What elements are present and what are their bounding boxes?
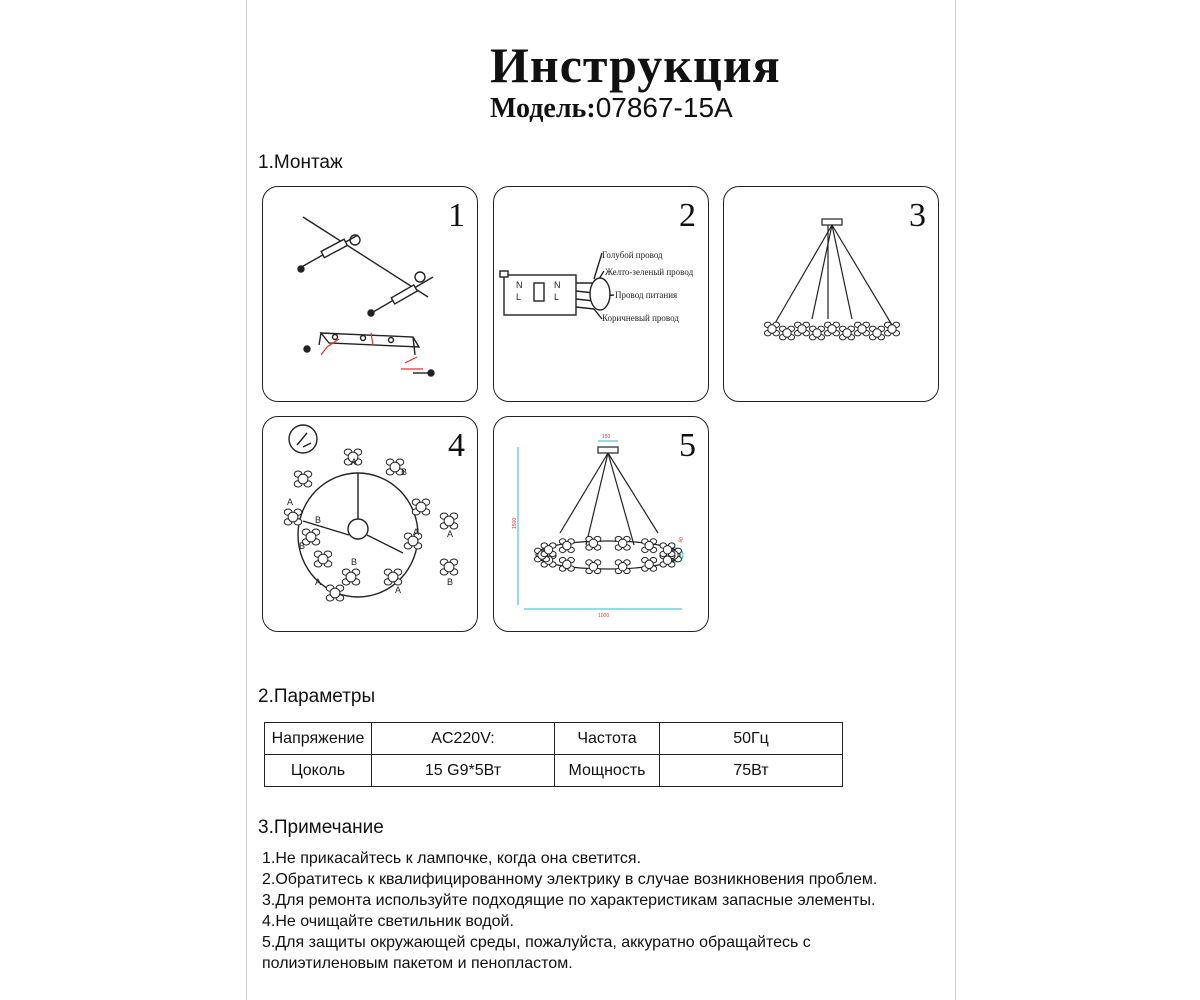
terminal-label-l: L [516, 292, 521, 302]
glass-bloom-shape [385, 458, 405, 476]
wire-label-power: Провод питания [615, 290, 677, 300]
model-label: Модель: [490, 93, 596, 124]
glass-bloom-shape [614, 535, 631, 551]
wire-label-brown: Коричневый провод [602, 313, 679, 323]
table-row: Цоколь 15 G9*5Вт Мощность 75Вт [264, 754, 843, 787]
terminal-label-l: L [554, 292, 559, 302]
glass-bloom-shape [839, 325, 855, 341]
glass-bloom-shape [869, 325, 885, 341]
model-value: 07867-15A [595, 92, 733, 123]
glass-bloom-shape [439, 512, 459, 530]
mounting-step-4-panel: 4 A B A B B A B A A A B [262, 416, 478, 632]
glass-bloom-shape [343, 448, 363, 466]
param-value-power: 75Вт [659, 754, 843, 787]
glass-bloom-shape [411, 498, 431, 516]
note-item: полиэтиленовым пакетом и пенопластом. [262, 955, 573, 972]
section-heading-notes: 3.Примечание [258, 817, 384, 838]
terminal-label-n: N [516, 280, 523, 290]
step-number: 5 [679, 427, 696, 464]
part-label-a: A [287, 497, 293, 507]
model-line: Модель:07867-15A [490, 92, 733, 125]
section-heading-parameters: 2.Параметры [258, 686, 376, 707]
dimension-side: 80 [678, 536, 686, 543]
param-value-socket: 15 G9*5Вт [371, 754, 555, 787]
note-item: 2.Обратитесь к квалифицированному электр… [262, 871, 878, 888]
note-item: 3.Для ремонта используйте подходящие по … [262, 892, 876, 909]
step-number: 4 [448, 427, 465, 464]
table-row: Напряжение AC220V: Частота 50Гц [264, 722, 843, 755]
param-value-frequency: 50Гц [659, 722, 843, 755]
glass-bloom-shape [854, 321, 870, 337]
chandelier-hanging-diagram [764, 218, 900, 341]
part-label-a: A [351, 457, 357, 467]
glass-bloom-shape [439, 558, 459, 576]
step-number: 2 [679, 197, 696, 234]
glass-bloom-shape [325, 584, 345, 602]
note-item: 1.Не прикасайтесь к лампочке, когда она … [262, 850, 642, 867]
glass-bloom-shape [341, 568, 361, 586]
part-label-a: A [447, 529, 453, 539]
glass-bloom-shape [383, 568, 403, 586]
glass-bloom-shape [794, 321, 810, 337]
parameters-table: Напряжение AC220V: Частота 50Гц Цоколь 1… [264, 722, 843, 787]
part-label-b: B [299, 541, 305, 551]
notes-list: 1.Не прикасайтесь к лампочке, когда она … [262, 848, 952, 974]
glass-bloom-shape [540, 542, 557, 558]
glass-bloom-shape [585, 535, 602, 551]
mounting-step-1-panel: 1 [262, 186, 478, 402]
part-label-b: B [447, 577, 453, 587]
glass-bloom-shape [659, 542, 676, 558]
dimensions-diagram: 150 1500 1000 80 [512, 434, 686, 619]
part-label-a: A [395, 585, 401, 595]
bracket-mounting-diagram [297, 216, 435, 377]
param-label-power: Мощность [554, 754, 660, 787]
glass-bloom-shape [313, 550, 333, 568]
part-label-b: B [315, 515, 321, 525]
dimension-width: 1000 [598, 613, 609, 619]
param-label-voltage: Напряжение [264, 722, 372, 755]
step-number: 3 [909, 197, 926, 234]
dimension-top: 150 [602, 434, 611, 440]
dimension-height: 1500 [512, 518, 518, 529]
glass-bloom-shape [641, 556, 658, 572]
mounting-step-5-panel: 5 150 1500 1000 80 [493, 416, 709, 632]
param-label-socket: Цоколь [264, 754, 372, 787]
terminal-label-n: N [554, 280, 561, 290]
part-label-b: B [351, 557, 357, 567]
glass-bloom-shape [301, 528, 321, 546]
glass-bloom-shape [558, 538, 575, 554]
wiring-diagram: N L N L Голубой провод Желто-зеленый про… [499, 250, 694, 323]
step-number: 1 [448, 197, 465, 234]
glass-bloom-shape [641, 538, 658, 554]
part-label-a: A [315, 577, 321, 587]
section-heading-mounting: 1.Монтаж [258, 152, 343, 173]
glass-bloom-shape [585, 559, 602, 575]
glass-bloom-shape [884, 321, 900, 337]
glass-bloom-shape [283, 508, 303, 526]
glass-bloom-shape [403, 532, 423, 550]
mounting-step-2-panel: 2 N L N L Голубой провод Желто-зеленый п… [493, 186, 709, 402]
glass-bloom-shape [824, 321, 840, 337]
param-value-voltage: AC220V: [371, 722, 555, 755]
part-label-a: A [413, 527, 419, 537]
glass-bloom-shape [809, 325, 825, 341]
glass-bloom-shape [558, 556, 575, 572]
param-label-frequency: Частота [554, 722, 660, 755]
glass-attachment-diagram: A B A B B A B A A A B [283, 424, 459, 602]
glass-bloom-shape [293, 470, 313, 488]
part-label-b: B [401, 467, 407, 477]
glass-bloom-shape [659, 552, 676, 568]
wire-label-yellow-green: Желто-зеленый провод [605, 267, 694, 277]
mounting-step-3-panel: 3 [723, 186, 939, 402]
glass-bloom-shape [779, 325, 795, 341]
glass-bloom-shape [614, 559, 631, 575]
wire-label-blue: Голубой провод [602, 250, 663, 260]
note-item: 5.Для защиты окружающей среды, пожалуйст… [262, 934, 811, 951]
document-title: Инструкция [490, 37, 781, 93]
glass-bloom-shape [764, 321, 781, 337]
note-item: 4.Не очищайте светильник водой. [262, 913, 514, 930]
